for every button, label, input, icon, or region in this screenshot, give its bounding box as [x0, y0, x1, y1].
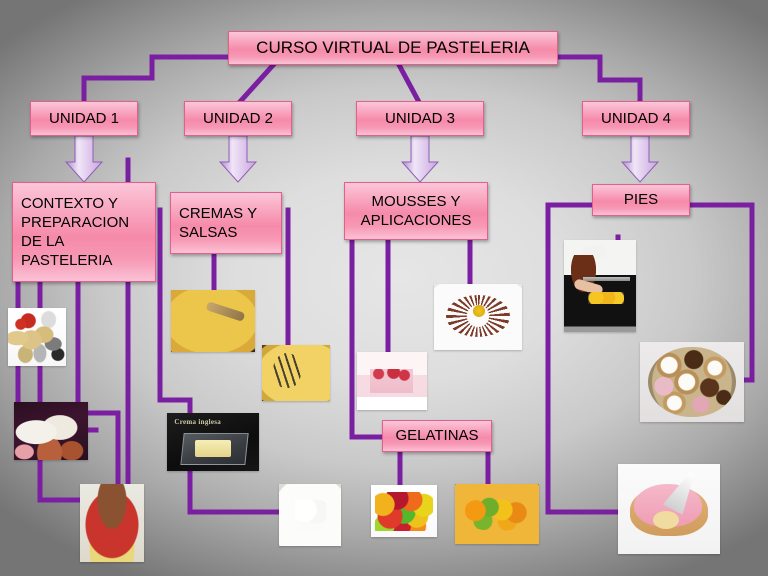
root-node-label: CURSO VIRTUAL DE PASTELERIA — [256, 38, 530, 58]
baking-tools-photo — [8, 308, 66, 366]
crema-inglesa-custard — [194, 439, 232, 458]
mousse-slice-photo — [357, 352, 427, 410]
oven-handle-bar — [582, 276, 631, 282]
cookie-plate — [648, 346, 736, 418]
crema-inglesa-photo: Crema inglesa — [167, 413, 259, 471]
cake-center-decoration — [472, 305, 486, 317]
unit-node-4-label: UNIDAD 4 — [600, 109, 671, 127]
topic-node-cremas-label: CREMAS Y SALSAS — [179, 204, 257, 241]
woman-baking-oven-photo — [564, 240, 636, 332]
arrow-u2-topic — [218, 135, 258, 183]
custard-pan-photo — [171, 290, 255, 352]
link-root-u3 — [394, 59, 424, 108]
topic-node-cremas[interactable]: CREMAS Y SALSAS — [170, 192, 282, 254]
decorated-round-cake-photo — [434, 284, 522, 350]
whisking-cream-photo — [262, 345, 330, 401]
cream-jars-photo — [14, 402, 88, 460]
unit-node-1-label: UNIDAD 1 — [48, 109, 119, 127]
link-root-u2 — [234, 59, 279, 108]
vintage-baker-woman-photo — [80, 484, 144, 562]
unit-node-2[interactable]: UNIDAD 2 — [184, 101, 292, 136]
topic-node-mousses-label: MOUSSES Y APLICACIONES — [360, 192, 472, 229]
fruit-gelatin-photo — [455, 484, 539, 544]
gummy-candies-photo — [371, 485, 437, 537]
link-root-u1 — [81, 54, 231, 107]
topic-node-pies-label: PIES — [623, 191, 659, 209]
unit-node-2-label: UNIDAD 2 — [202, 109, 273, 127]
topic-node-pies[interactable]: PIES — [592, 184, 690, 216]
unit-node-3[interactable]: UNIDAD 3 — [356, 101, 484, 136]
root-node-curso-virtual[interactable]: CURSO VIRTUAL DE PASTELERIA — [228, 31, 558, 65]
link-ctx-jars2 — [75, 279, 121, 503]
arrow-u1-topic — [64, 135, 104, 183]
whipped-cream-bowl-photo — [279, 484, 341, 546]
topic-node-mousses[interactable]: MOUSSES Y APLICACIONES — [344, 182, 488, 240]
icing-gap — [652, 510, 680, 529]
unit-node-1[interactable]: UNIDAD 1 — [30, 101, 138, 136]
pink-iced-cookie-photo — [618, 464, 720, 554]
oven-tray — [588, 291, 625, 305]
arrow-u4-topic — [620, 135, 660, 183]
topic-node-contexto-label: CONTEXTO Y PREPARACION DE LA PASTELERIA — [21, 194, 130, 270]
crema-inglesa-caption: Crema inglesa — [174, 417, 222, 426]
link-root-u4 — [554, 54, 643, 107]
topic-node-contexto[interactable]: CONTEXTO Y PREPARACION DE LA PASTELERIA — [12, 182, 156, 282]
topic-node-gelatinas-label: GELATINAS — [395, 427, 479, 445]
unit-node-3-label: UNIDAD 3 — [384, 109, 455, 127]
cookie-platter-photo — [640, 342, 744, 422]
topic-node-gelatinas[interactable]: GELATINAS — [382, 420, 492, 452]
unit-node-4[interactable]: UNIDAD 4 — [582, 101, 690, 136]
arrow-u3-topic — [400, 135, 440, 183]
